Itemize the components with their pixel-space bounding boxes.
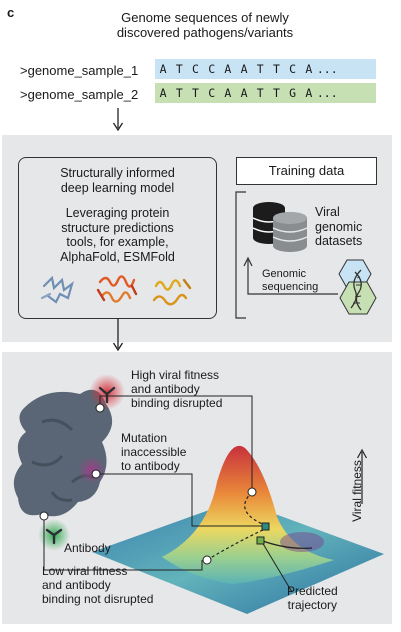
- base-letter: T: [272, 86, 280, 100]
- model-title-line-2: deep learning model: [60, 180, 175, 195]
- predicted-line-2: trajectory: [287, 598, 338, 612]
- base-letter: A: [159, 86, 167, 100]
- mutation-line-2: inaccessible: [121, 445, 187, 459]
- model-desc-line-4: AlphaFold, ESMFold: [60, 249, 175, 264]
- high-fitness-line-3: binding disrupted: [131, 396, 223, 410]
- training-data-box: Training data: [236, 157, 377, 185]
- base-letter: T: [175, 62, 183, 76]
- model-desc-line-2: structure predictions: [61, 220, 174, 235]
- model-desc-line-3: tools, for example,: [66, 235, 169, 249]
- fitness-peak: [162, 445, 334, 584]
- viral-datasets-label: Viral genomic datasets: [315, 205, 362, 249]
- high-fitness-line-1: High viral fitness: [131, 368, 220, 382]
- dna-hexagon-icon: [338, 259, 377, 315]
- base-letter: T: [256, 86, 264, 100]
- base-letter: A: [224, 86, 232, 100]
- datasets-line-2: genomic: [315, 219, 363, 234]
- base-letter: C: [289, 62, 297, 76]
- viral-fitness-axis-arrow: [356, 448, 368, 504]
- predicted-line-1: Predicted: [287, 584, 338, 598]
- base-letter: C: [208, 62, 216, 76]
- antibody-icon-green: [45, 528, 63, 545]
- base-letter: C: [208, 86, 216, 100]
- gseq-line-2: sequencing: [262, 281, 319, 293]
- base-letter: A: [240, 86, 248, 100]
- antibody-label: Antibody: [64, 541, 111, 555]
- high-fitness-label: High viral fitness and antibody binding …: [131, 368, 222, 410]
- title-line-1: Genome sequences of newly: [121, 10, 289, 25]
- section-title: Genome sequences of newly discovered pat…: [40, 10, 370, 40]
- base-letter: T: [272, 62, 280, 76]
- datasets-line-3: datasets: [315, 234, 363, 248]
- fitness-landscape-graphic: [13, 374, 384, 614]
- title-line-2: discovered pathogens/variants: [116, 25, 294, 40]
- sample-2-label: >genome_sample_2: [20, 87, 139, 102]
- protein-structure-orange-icon: [96, 275, 138, 303]
- low-fitness-line-2: and antibody: [42, 578, 111, 592]
- protein-blob: [13, 389, 113, 517]
- viral-fitness-axis-label: Viral fitness: [350, 460, 364, 522]
- base-letter: A: [224, 62, 232, 76]
- gseq-line-1: Genomic: [262, 268, 307, 280]
- protein-structure-blue-icon: [40, 275, 74, 304]
- antibody-icon-red: [98, 386, 116, 404]
- mutation-line-3: to antibody: [121, 459, 180, 473]
- training-bracket: [235, 191, 246, 319]
- model-description: Leveraging protein structure predictions…: [18, 206, 217, 264]
- low-fitness-label: Low viral fitness and antibody binding n…: [42, 564, 153, 606]
- datasets-line-1: Viral: [315, 205, 340, 219]
- protein-structure-yellow-icon: [152, 278, 192, 306]
- panel-letter: c: [7, 5, 15, 20]
- model-box: [18, 157, 217, 319]
- database-icon: [252, 202, 308, 252]
- low-fitness-line-1: Low viral fitness: [42, 564, 128, 578]
- base-letter: G: [289, 86, 297, 100]
- mutation-label: Mutation inaccessible to antibody: [121, 431, 186, 473]
- high-fitness-line-2: and antibody: [131, 382, 200, 396]
- base-letter: C: [192, 62, 199, 76]
- protein-structures: [40, 275, 192, 306]
- base-letter: A: [159, 62, 167, 76]
- sequence-ellipsis: ...: [316, 62, 338, 76]
- base-letter: A: [240, 62, 248, 76]
- sequencing-arrow-icon: [243, 256, 338, 295]
- base-letter: T: [256, 62, 264, 76]
- base-letter: T: [192, 86, 199, 100]
- genomic-sequencing-label: Genomic sequencing: [262, 268, 318, 294]
- model-desc-line-1: Leveraging protein: [65, 206, 170, 220]
- base-letter: A: [305, 86, 313, 100]
- low-fitness-line-3: binding not disrupted: [42, 592, 154, 606]
- predicted-trajectory-label: Predicted trajectory: [287, 584, 338, 612]
- mutation-line-1: Mutation: [121, 431, 168, 445]
- base-letter: A: [305, 62, 313, 76]
- model-title: Structurally informed deep learning mode…: [18, 166, 217, 195]
- sequence-ellipsis: ...: [316, 86, 338, 100]
- model-title-line-1: Structurally informed: [60, 166, 175, 180]
- sample-1-label: >genome_sample_1: [20, 63, 139, 78]
- down-arrow-1: [112, 108, 124, 132]
- base-letter: T: [175, 86, 183, 100]
- down-arrow-2: [112, 318, 124, 352]
